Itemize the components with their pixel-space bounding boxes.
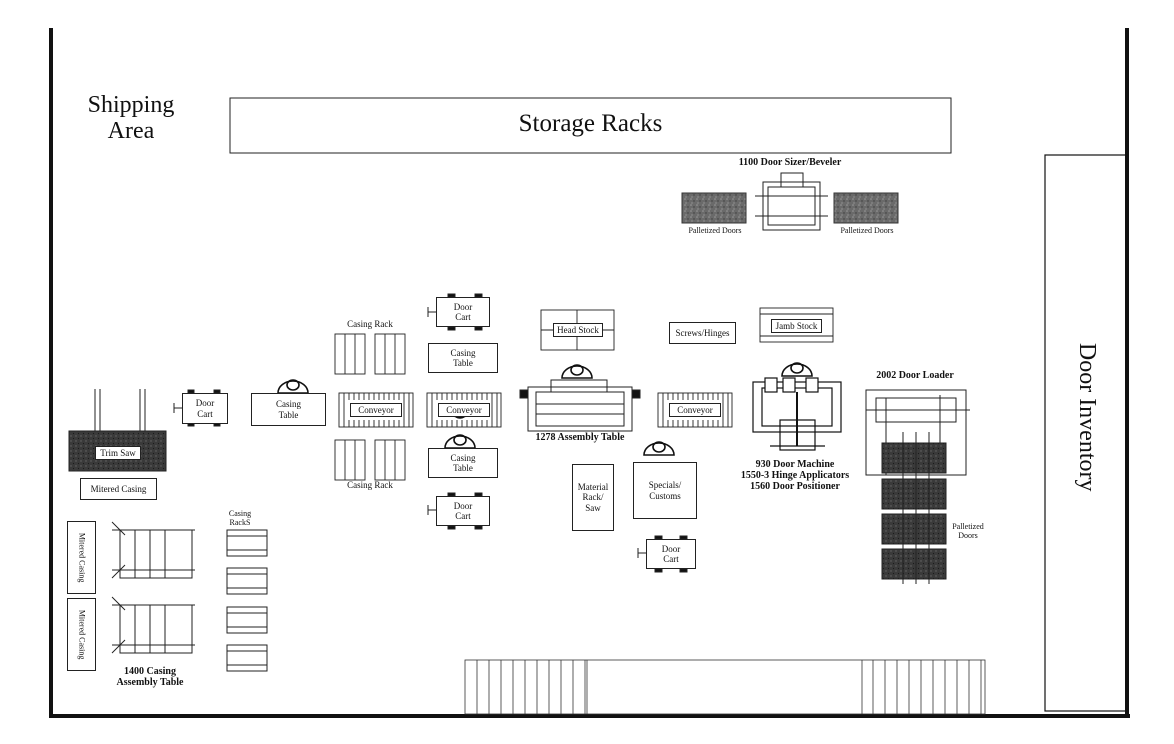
door-cart-symbols: [173, 293, 688, 573]
casing-racks-left: [226, 529, 268, 672]
conveyor-frames: [338, 392, 733, 428]
casing-assembly-line2: Assembly Table: [116, 677, 184, 688]
mitered-casing-vertical-2-text: Mitered Casing: [77, 609, 87, 660]
assembly-table-frame: [519, 379, 641, 432]
conveyor-2: Conveyor: [438, 403, 490, 417]
casing-assembly-label: 1400 Casing Assembly Table: [100, 666, 200, 688]
jamb-stock: Jamb Stock: [771, 319, 822, 333]
casing-table-2: Casing Table: [428, 343, 498, 373]
casing-table-3: Casing Table: [428, 448, 498, 478]
casing-rack-bottom-label: Casing Rack: [347, 480, 393, 490]
shipping-area-line2: Area: [107, 118, 155, 145]
mitered-casing-vertical-1-text: Mitered Casing: [77, 532, 87, 583]
storage-racks-box: [229, 97, 952, 154]
door-loader-frame: [865, 389, 970, 584]
casing-rack-top-label: Casing Rack: [347, 319, 393, 329]
door-machine-labels: 930 Door Machine 1550-3 Hinge Applicator…: [720, 459, 870, 492]
assembly-table-label: 1278 Assembly Table: [535, 432, 625, 443]
casing-table-1: Casing Table: [251, 393, 326, 426]
material-rack-saw: Material Rack/ Saw: [572, 464, 614, 531]
door-sizer-title: 1100 Door Sizer/Beveler: [738, 157, 842, 168]
casing-racks-label: Casing RackS: [228, 509, 252, 527]
door-inventory-label: Door Inventory: [1074, 342, 1101, 492]
mitered-casing-vertical-2: Mitered Casing: [67, 598, 96, 671]
palletized-doors-right: Palletized Doors: [840, 226, 894, 235]
palletized-doors-loader: Palletized Doors: [952, 522, 984, 540]
building-walls: [49, 28, 1130, 718]
door-machine-line1: 930 Door Machine: [755, 459, 835, 470]
palletized-doors-left: Palletized Doors: [688, 226, 742, 235]
door-cart-1: Door Cart: [182, 393, 228, 424]
casing-assembly-line1: 1400 Casing: [124, 666, 176, 677]
door-sizer-beveler: [681, 172, 899, 231]
specials-customs: Specials/ Customs: [633, 462, 697, 519]
head-stock: Head Stock: [553, 323, 603, 337]
shipping-area-line1: Shipping: [87, 92, 175, 118]
door-machine-line3: 1560 Door Positioner: [750, 481, 840, 492]
door-cart-2: Door Cart: [436, 297, 490, 327]
door-cart-3: Door Cart: [436, 496, 490, 526]
mitered-casing-box: Mitered Casing: [80, 478, 157, 500]
casing-rack-frames: [334, 333, 406, 481]
bottom-racks: [464, 659, 986, 715]
casing-assembly-frames: [111, 521, 195, 654]
screws-hinges: Screws/Hinges: [669, 322, 736, 344]
door-cart-4: Door Cart: [646, 539, 696, 569]
door-machine-frame: [752, 377, 842, 451]
mitered-casing-vertical-1: Mitered Casing: [67, 521, 96, 594]
trim-saw: Trim Saw: [95, 446, 141, 460]
conveyor-1: Conveyor: [350, 403, 402, 417]
shipping-area-label: Shipping Area: [76, 92, 186, 145]
conveyor-3: Conveyor: [669, 403, 721, 417]
door-loader-label: 2002 Door Loader: [876, 370, 954, 381]
door-machine-line2: 1550-3 Hinge Applicators: [740, 470, 850, 481]
storage-racks-label: Storage Racks: [518, 110, 663, 137]
